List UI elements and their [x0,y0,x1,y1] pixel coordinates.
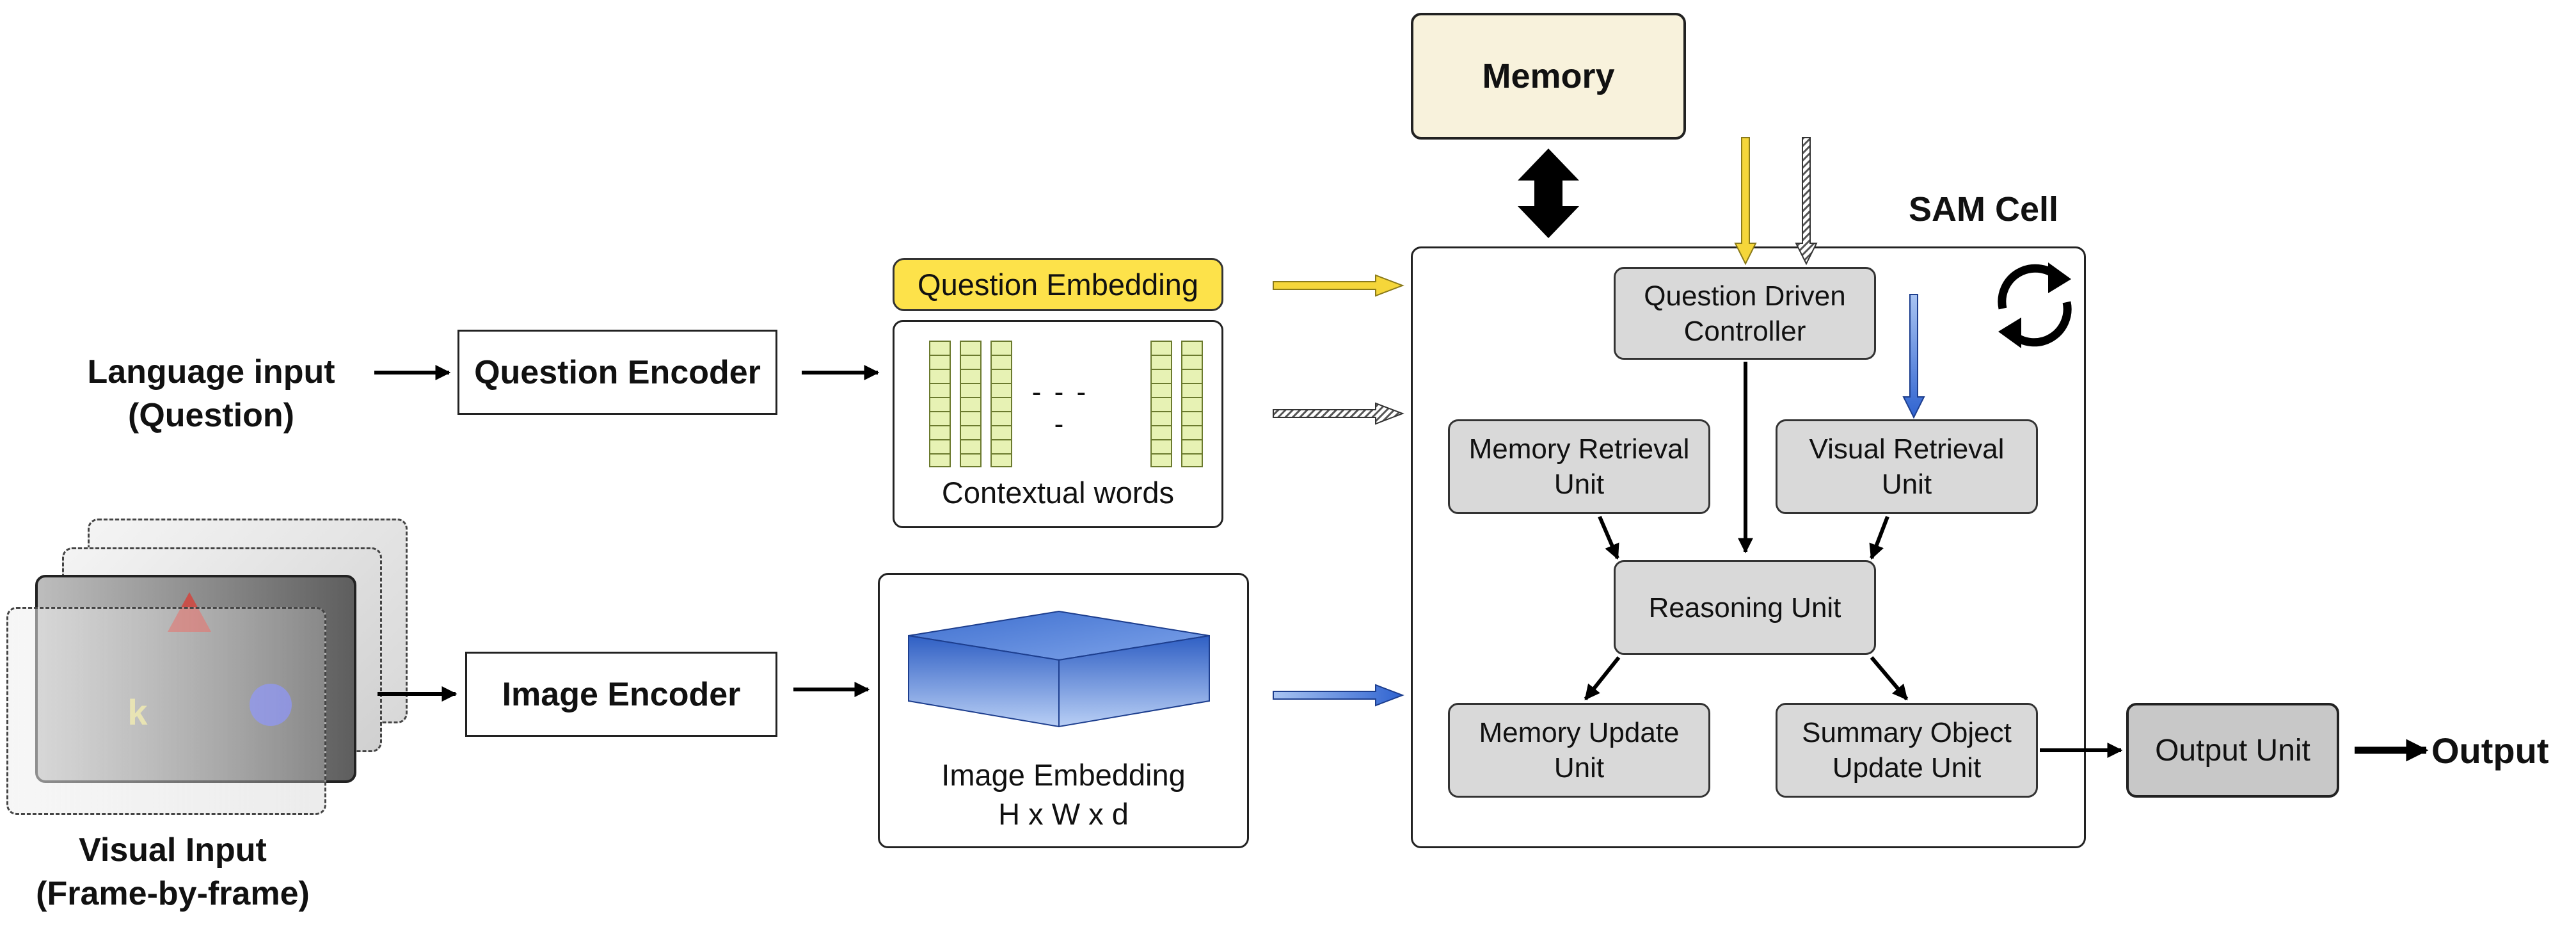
visual-input-title: Visual Input [79,832,267,869]
arrow-reasoning-to-summary-update [1870,656,1909,700]
summary-object-update-unit-box: Summary Object Update Unit [1776,703,2038,798]
arrow-visual-retrieval-to-reasoning [1869,515,1889,560]
image-embedding-dims: H x W x d [998,797,1129,832]
question-driven-controller-box: Question Driven Controller [1614,267,1876,360]
memory-retrieval-unit-box: Memory Retrieval Unit [1448,419,1710,514]
language-input-subtitle: (Question) [128,396,294,434]
muu-label-line1: Memory Update [1479,717,1680,748]
yellow-down-arrow [1734,137,1757,266]
yellow-question-arrow [1273,274,1404,297]
qdc-label-line1: Question Driven [1644,280,1846,312]
muu-label-line2: Unit [1554,752,1605,784]
mru-label-line2: Unit [1554,469,1605,500]
blue-image-arrow [1273,684,1404,707]
bidirectional-arrow-icon [1518,149,1579,238]
arrow-memory-retrieval-to-reasoning [1598,515,1619,560]
souu-label-line2: Update Unit [1832,752,1982,784]
qdc-label-line2: Controller [1683,315,1806,347]
contextual-ellipsis: - - - - [1031,376,1089,440]
souu-label-line1: Summary Object [1802,717,2012,748]
hatched-down-arrow [1795,137,1818,266]
output-unit-box: Output Unit [2126,703,2339,798]
language-input-label: Language input (Question) [51,351,371,437]
refresh-cycle-icon [1998,262,2072,348]
word-token-1 [929,341,951,467]
blue-down-arrow [1902,294,1925,419]
arrow-reasoning-to-memory-update [1584,656,1621,700]
question-embedding-box: Question Embedding [893,258,1223,311]
output-label: Output [2431,730,2549,771]
image-embedding-title: Image Embedding [941,758,1186,792]
video-frame-front [6,607,326,815]
reasoning-unit-box: Reasoning Unit [1614,560,1876,655]
contextual-words-label: Contextual words [941,476,1175,510]
word-token-3 [990,341,1012,467]
mru-label-line1: Memory Retrieval [1468,433,1690,465]
word-token-5 [1181,341,1203,467]
hatched-context-arrow [1273,402,1404,425]
memory-box: Memory [1411,13,1686,140]
sam-cell-title: SAM Cell [1908,190,2059,229]
image-embedding-tensor-icon [908,610,1210,728]
image-embedding-label: Image Embedding H x W x d [878,755,1249,833]
question-encoder-box: Question Encoder [457,330,777,415]
word-token-2 [960,341,982,467]
vru-label-line1: Visual Retrieval [1809,433,2005,465]
language-input-title: Language input [87,353,335,391]
vru-label-line2: Unit [1881,469,1932,500]
visual-input-label: Visual Input (Frame-by-frame) [26,829,320,915]
memory-update-unit-box: Memory Update Unit [1448,703,1710,798]
visual-retrieval-unit-box: Visual Retrieval Unit [1776,419,2038,514]
visual-input-subtitle: (Frame-by-frame) [36,874,310,912]
word-token-4 [1150,341,1172,467]
image-encoder-box: Image Encoder [465,652,777,737]
